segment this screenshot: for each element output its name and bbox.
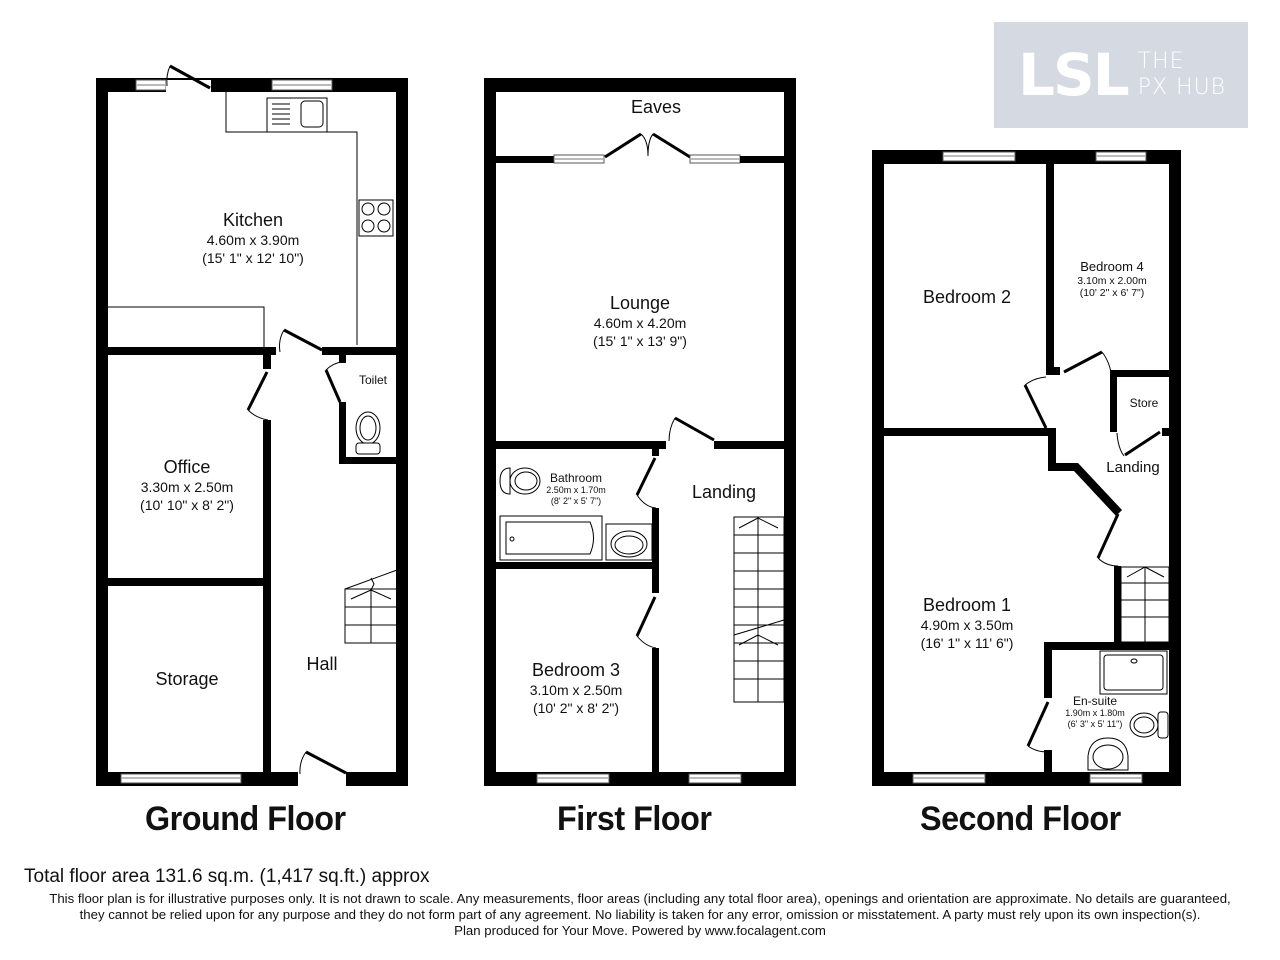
room-bedroom-1: Bedroom 1 4.90m x 3.50m (16' 1" x 11' 6"… <box>920 595 1014 651</box>
room-hall: Hall <box>306 654 338 674</box>
room-landing-first: Landing <box>691 482 757 502</box>
room-store: Store <box>1129 396 1159 410</box>
ground-floor-title: Ground Floor <box>145 800 346 838</box>
room-en-suite: En-suite 1.90m x 1.80m (6' 3" x 5' 11") <box>1065 694 1125 729</box>
first-floor-title: First Floor <box>557 800 712 838</box>
logo-subtitle: THE PX HUB <box>1137 49 1227 100</box>
second-floor-plan <box>872 150 1181 786</box>
total-floor-area: Total floor area 131.6 sq.m. (1,417 sq.f… <box>24 866 430 887</box>
disclaimer-line-1: This floor plan is for illustrative purp… <box>49 891 1231 906</box>
room-lounge: Lounge 4.60m x 4.20m (15' 1" x 13' 9") <box>593 293 687 349</box>
room-bedroom-4: Bedroom 4 3.10m x 2.00m (10' 2" x 6' 7") <box>1077 259 1147 299</box>
room-kitchen: Kitchen 4.60m x 3.90m (15' 1" x 12' 10") <box>202 210 304 266</box>
plan-credit: Plan produced for Your Move. Powered by … <box>454 923 826 938</box>
second-floor-title: Second Floor <box>920 800 1121 838</box>
logo-brand: LSL <box>1018 41 1130 109</box>
room-eaves: Eaves <box>630 97 682 117</box>
room-landing-second: Landing <box>1106 459 1160 476</box>
ground-floor-plan <box>96 64 408 786</box>
room-toilet: Toilet <box>358 373 388 387</box>
room-bathroom: Bathroom 2.50m x 1.70m (8' 2" x 5' 7") <box>546 471 606 506</box>
room-office: Office 3.30m x 2.50m (10' 10" x 8' 2") <box>140 457 234 513</box>
room-bedroom-2: Bedroom 2 <box>922 287 1012 307</box>
room-storage: Storage <box>155 669 219 689</box>
room-bedroom-3: Bedroom 3 3.10m x 2.50m (10' 2" x 8' 2") <box>529 660 623 716</box>
first-floor-plan <box>484 78 796 786</box>
disclaimer-line-2: they cannot be relied upon for any purpo… <box>79 907 1201 922</box>
disclaimer: This floor plan is for illustrative purp… <box>0 891 1280 939</box>
lsl-px-hub-logo: LSL THE PX HUB <box>994 22 1248 128</box>
